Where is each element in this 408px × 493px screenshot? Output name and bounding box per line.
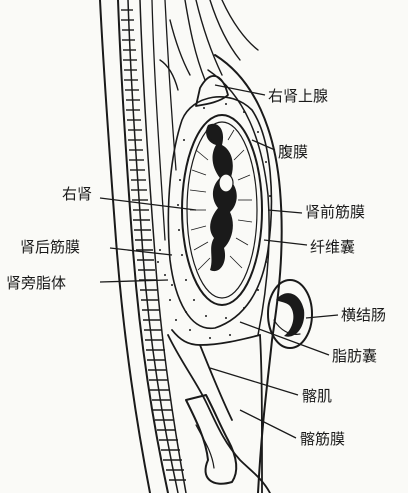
leader-iliac-fascia bbox=[240, 410, 296, 438]
ilium-bone-shape bbox=[186, 395, 236, 484]
label-iliacus-muscle: 髂肌 bbox=[302, 387, 332, 405]
label-right-adrenal: 右肾上腺 bbox=[268, 87, 328, 105]
posterior-muscle-bands bbox=[100, 0, 186, 493]
renal-pelvis-shape bbox=[206, 124, 237, 271]
leader-posterior-renal-fascia bbox=[110, 248, 172, 255]
transverse-colon-shape bbox=[268, 280, 312, 348]
leader-anterior-renal-fascia bbox=[268, 210, 302, 213]
label-adipose-capsule: 脂肪囊 bbox=[332, 347, 377, 365]
leader-pararenal-fat bbox=[100, 280, 168, 282]
leader-transverse-colon bbox=[306, 315, 338, 318]
label-pararenal-fat: 肾旁脂体 bbox=[6, 274, 66, 292]
label-transverse-colon: 横结肠 bbox=[341, 306, 386, 324]
leader-adipose-capsule bbox=[240, 322, 329, 355]
iliac-region bbox=[168, 330, 270, 493]
renal-papilla bbox=[219, 174, 233, 192]
label-peritoneum: 腹膜 bbox=[278, 143, 308, 161]
label-fibrous-capsule: 纤维囊 bbox=[310, 238, 355, 256]
peritoneum-line bbox=[215, 55, 282, 493]
label-right-kidney: 右肾 bbox=[62, 185, 92, 203]
leader-fibrous-capsule bbox=[264, 240, 307, 245]
leader-right-adrenal bbox=[215, 85, 265, 95]
leader-iliacus-muscle bbox=[210, 368, 298, 395]
label-posterior-renal-fascia: 肾后筋膜 bbox=[20, 238, 80, 256]
striated-muscle-hatching bbox=[121, 10, 186, 480]
label-anterior-renal-fascia: 肾前筋膜 bbox=[305, 203, 365, 221]
label-iliac-fascia: 髂筋膜 bbox=[300, 430, 345, 448]
